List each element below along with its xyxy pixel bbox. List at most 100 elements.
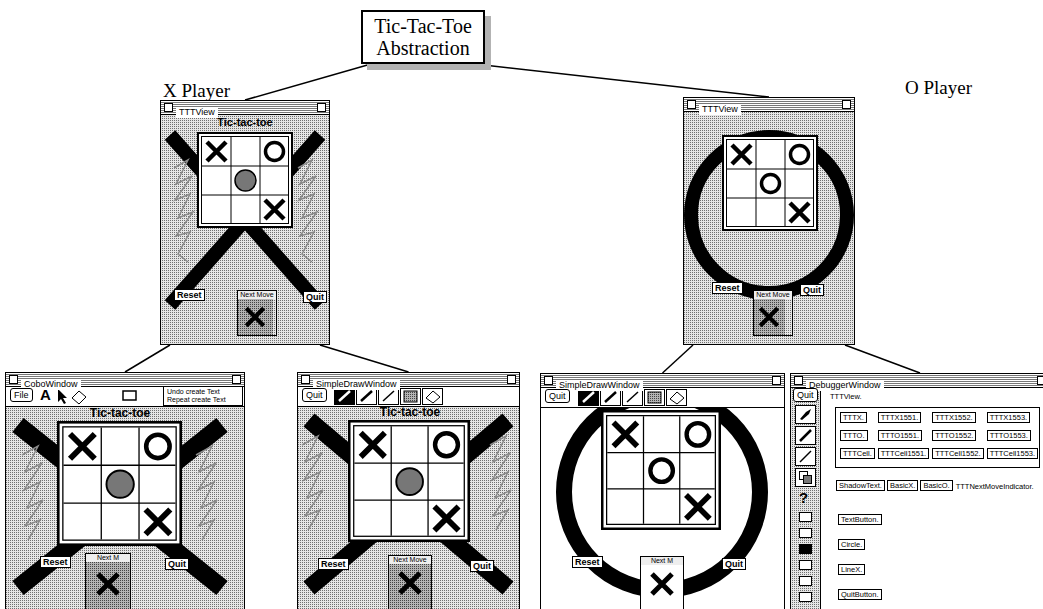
next-move-box: Next Move bbox=[388, 555, 432, 609]
class-button: BasicO. bbox=[920, 480, 952, 491]
pencil-tool bbox=[605, 392, 616, 402]
board-button: Reset bbox=[318, 558, 349, 570]
board-button: Quit bbox=[165, 558, 189, 570]
class-button: TTTX1553. bbox=[987, 412, 1031, 423]
cobo-window-art bbox=[6, 386, 244, 609]
tool-box bbox=[335, 389, 355, 405]
next-move-box: Next Move bbox=[753, 290, 793, 336]
eraser-tool bbox=[426, 391, 440, 403]
node-text: QuitButton. bbox=[841, 590, 879, 599]
player-label: O Player bbox=[905, 77, 972, 99]
o-player-view-art bbox=[684, 111, 854, 344]
pencil-icon bbox=[800, 451, 811, 462]
board-button: Reset bbox=[174, 289, 205, 301]
tool-box bbox=[579, 390, 599, 406]
node-text: Reset bbox=[575, 557, 600, 567]
title-bar: TTTView bbox=[161, 101, 329, 115]
window-ground bbox=[684, 111, 854, 344]
zoom-box bbox=[317, 103, 326, 112]
node-text: Circle. bbox=[841, 540, 862, 549]
toolbar-button: Quit bbox=[545, 389, 570, 403]
class-button: TTTX. bbox=[840, 412, 867, 423]
node-text: BasicO. bbox=[923, 481, 949, 490]
title-bar: TTTView bbox=[684, 98, 854, 112]
class-button: TTTO1553. bbox=[987, 430, 1031, 441]
class-button: TTTO1552. bbox=[932, 430, 976, 441]
ring bbox=[564, 394, 760, 590]
scribble bbox=[302, 436, 323, 530]
tree-link bbox=[663, 345, 694, 373]
class-button: TTTO1551. bbox=[878, 430, 922, 441]
class-name: TTTNextMoveIndicator. bbox=[956, 482, 1034, 491]
node-text: Reset bbox=[715, 283, 740, 293]
cross-bars bbox=[309, 420, 508, 588]
scribble bbox=[174, 160, 193, 262]
node-text: TTTO1552. bbox=[935, 431, 973, 440]
arrow-tool bbox=[58, 389, 67, 404]
slot bbox=[800, 577, 812, 586]
class-button: TTTO. bbox=[840, 430, 868, 441]
node-text: Quit bbox=[168, 559, 186, 569]
title-bar: CoboWindow bbox=[6, 373, 244, 387]
title-bar: SimpleDrawWindow bbox=[298, 373, 519, 387]
class-button: TextButton. bbox=[838, 514, 882, 525]
tool-box bbox=[796, 406, 816, 424]
board-button: Quit bbox=[303, 291, 327, 303]
slot bbox=[800, 545, 812, 554]
pencil-tool bbox=[383, 391, 394, 401]
node-text: Reset bbox=[43, 557, 68, 567]
game-board bbox=[602, 411, 720, 529]
tree-link bbox=[320, 345, 409, 372]
fill-tool bbox=[648, 392, 661, 403]
next-move-ground bbox=[640, 556, 684, 609]
node-text: Quit bbox=[473, 561, 491, 571]
node-text: TextButton. bbox=[841, 515, 879, 524]
x-player-view-art bbox=[161, 113, 329, 344]
slot bbox=[800, 513, 812, 522]
node-text: TTTX1552. bbox=[935, 413, 973, 422]
next-move-box: Next M bbox=[640, 556, 684, 609]
simple-draw-o-art bbox=[541, 387, 784, 609]
node-text: TTTO1551. bbox=[881, 431, 919, 440]
node-text: TTTCell1553. bbox=[990, 449, 1035, 458]
board-button: Reset bbox=[572, 556, 603, 568]
zoom-box bbox=[232, 375, 241, 384]
simple-draw-x-art bbox=[298, 386, 519, 609]
class-button: LineX. bbox=[838, 564, 865, 575]
pencil-tool bbox=[627, 392, 638, 402]
class-button: TTTCell1551. bbox=[878, 448, 929, 459]
brush-icon bbox=[800, 409, 811, 420]
app-window: SimpleDrawWindowQuitResetQuitNext M bbox=[540, 373, 785, 609]
copy-icon bbox=[804, 476, 812, 484]
class-button: TTTX1551. bbox=[878, 412, 922, 423]
board-button: Quit bbox=[722, 558, 746, 570]
app-window: TTTViewResetQuitNext Move bbox=[160, 100, 330, 345]
node-text: Quit bbox=[803, 285, 821, 295]
close-box bbox=[301, 375, 310, 384]
board-button: Reset bbox=[40, 556, 71, 568]
game-board bbox=[723, 136, 817, 230]
help-icon: ? bbox=[799, 489, 808, 506]
class-button: BasicX. bbox=[887, 480, 918, 491]
toolbar-rule bbox=[541, 407, 784, 408]
node-text: TTTCell1552. bbox=[935, 449, 980, 458]
toolbar-button: Quit bbox=[302, 388, 327, 402]
class-button: Circle. bbox=[838, 539, 865, 550]
node-text: Quit bbox=[725, 559, 743, 569]
scribble bbox=[196, 446, 217, 540]
node-text: Reset bbox=[321, 559, 346, 569]
class-button: TTTCell. bbox=[840, 448, 875, 459]
board-title: Tic-tac-toe bbox=[217, 116, 272, 129]
node-text: Tic-Tac-Toe Abstraction bbox=[367, 15, 479, 59]
x-mark bbox=[246, 308, 263, 325]
node-text: BasicX. bbox=[890, 481, 915, 490]
node-text: Quit bbox=[797, 390, 814, 400]
tool-box bbox=[357, 389, 377, 405]
zoom-box bbox=[1037, 376, 1043, 385]
game-board bbox=[349, 421, 468, 540]
app-window: DebuggerWindowQuitTTTX.TTTX1551.TTTX1552… bbox=[790, 373, 1043, 609]
eraser-tool bbox=[72, 391, 86, 404]
tool-box bbox=[601, 390, 621, 406]
